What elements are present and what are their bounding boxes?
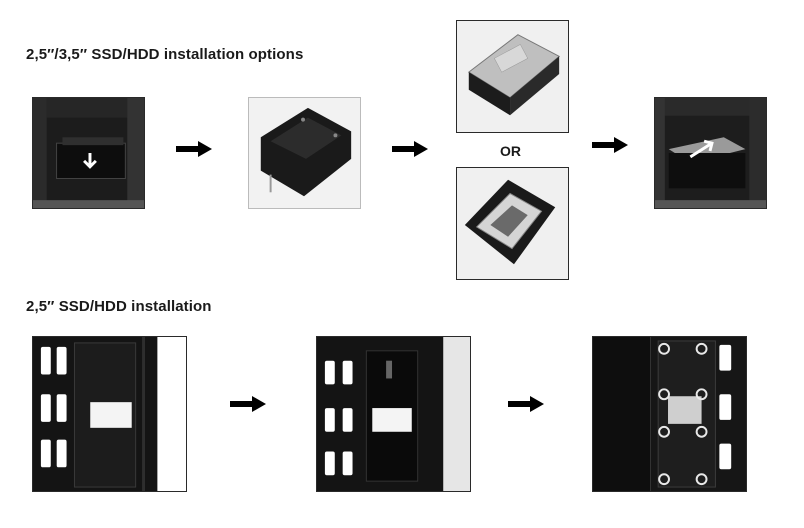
- case-interior-photo: [32, 97, 145, 209]
- ssd-placed-photo: [316, 336, 471, 492]
- right-arrow-icon: [176, 141, 212, 157]
- section-title-options: 2,5″/3,5″ SSD/HDD installation options: [26, 46, 304, 63]
- or-label: OR: [500, 143, 521, 159]
- hdd-in-bracket-photo: [456, 20, 569, 133]
- drive-bracket-photo: [248, 97, 361, 209]
- screw-positions-photo: [592, 336, 747, 492]
- right-arrow-icon: [392, 141, 428, 157]
- right-arrow-icon: [230, 396, 266, 412]
- side-panel-mount-photo: [32, 336, 187, 492]
- right-arrow-icon: [508, 396, 544, 412]
- ssd-in-bracket-photo: [456, 167, 569, 280]
- installed-drive-photo: [654, 97, 767, 209]
- right-arrow-icon: [592, 137, 628, 153]
- section-title-ssd: 2,5″ SSD/HDD installation: [26, 298, 212, 315]
